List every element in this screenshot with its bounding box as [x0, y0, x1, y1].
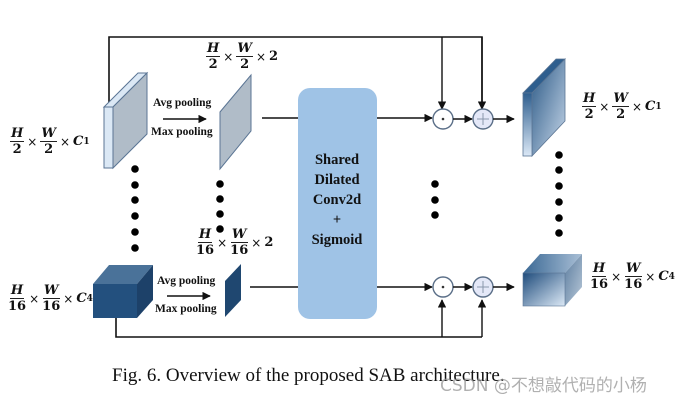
ellipsis-dots-output: [555, 151, 563, 237]
times-sign: ×: [223, 49, 234, 64]
channel-symbol: C: [73, 134, 84, 149]
times-sign: ×: [599, 99, 610, 114]
shared-block-line: Dilated: [314, 172, 360, 188]
frac-denominator: 16: [590, 277, 609, 292]
multiply-operator-bottom: [432, 276, 454, 298]
ellipsis-dots-input: [131, 165, 139, 252]
add-operator-top: [472, 108, 494, 130]
frac-numerator: H: [197, 227, 213, 243]
channel-subscript: 4: [668, 271, 675, 282]
shared-block-line: +: [332, 212, 342, 228]
frac-numerator: H: [591, 261, 607, 277]
times-sign: ×: [251, 235, 262, 250]
channel-count: 2: [264, 235, 274, 250]
avg-pooling-label-bottom: Avg pooling: [157, 275, 216, 287]
ellipsis-dots-pooled: [216, 180, 224, 233]
frac-denominator: 16: [230, 243, 249, 258]
frac-denominator: 2: [12, 142, 22, 157]
shared-block-label: Shared Dilated Conv2d + Sigmoid: [298, 150, 376, 250]
bottom-skip-connection: [115, 299, 487, 338]
times-sign: ×: [29, 291, 40, 306]
frac-numerator: H: [10, 126, 25, 142]
frac-denominator: 2: [44, 142, 54, 157]
channel-subscript: 4: [86, 293, 93, 304]
frac-numerator: H: [206, 41, 221, 57]
max-pooling-label-bottom: Max pooling: [155, 303, 217, 315]
channel-symbol: C: [658, 269, 669, 284]
frac-numerator: W: [230, 227, 248, 243]
output-feature-bottom: [522, 254, 582, 307]
frac-denominator: 16: [8, 299, 27, 314]
output-feature-top: [522, 58, 566, 158]
times-sign: ×: [631, 99, 643, 114]
times-sign: ×: [611, 269, 622, 284]
times-sign: ×: [63, 291, 74, 306]
times-sign: ×: [27, 134, 38, 149]
frac-denominator: 16: [42, 299, 61, 314]
frac-denominator: 16: [196, 243, 215, 258]
frac-denominator: 2: [240, 57, 250, 72]
frac-numerator: W: [40, 126, 57, 142]
figure-caption: Fig. 6. Overview of the proposed SAB arc…: [112, 365, 505, 386]
shared-block-line: Sigmoid: [311, 232, 363, 248]
multiply-operator-top: [432, 108, 454, 130]
frac-denominator: 2: [584, 107, 594, 122]
frac-numerator: W: [624, 261, 642, 277]
avg-pooling-label-top: Avg pooling: [153, 97, 212, 109]
channel-count: 2: [269, 49, 279, 64]
shared-dilated-conv-block: [298, 88, 377, 319]
max-pooling-label-top: Max pooling: [151, 126, 213, 138]
channel-symbol: C: [645, 99, 656, 114]
add-operator-bottom: [472, 276, 494, 298]
channel-symbol: C: [76, 291, 87, 306]
shared-block-line: Shared: [314, 152, 360, 168]
pooled-map-top: [219, 73, 252, 171]
times-sign: ×: [59, 134, 71, 149]
times-sign: ×: [645, 269, 656, 284]
pooled-map-bottom: [225, 264, 241, 317]
times-sign: ×: [255, 49, 267, 64]
top-skip-connection: [108, 36, 487, 110]
channel-subscript: 1: [655, 101, 662, 112]
ellipsis-dots-middle: [431, 180, 439, 219]
frac-denominator: 16: [624, 277, 643, 292]
frac-numerator: H: [9, 283, 25, 299]
frac-numerator: W: [236, 41, 253, 57]
frac-numerator: W: [42, 283, 60, 299]
shared-block-line: Conv2d: [312, 192, 362, 208]
frac-denominator: 2: [616, 107, 626, 122]
channel-subscript: 1: [83, 136, 90, 147]
input-feature-top: [102, 71, 149, 170]
watermark: CSDN @不想敲代码的小杨: [440, 376, 647, 396]
frac-numerator: W: [612, 91, 629, 107]
input-feature-bottom: [93, 265, 153, 318]
frac-numerator: H: [582, 91, 597, 107]
times-sign: ×: [217, 235, 228, 250]
frac-denominator: 2: [208, 57, 218, 72]
